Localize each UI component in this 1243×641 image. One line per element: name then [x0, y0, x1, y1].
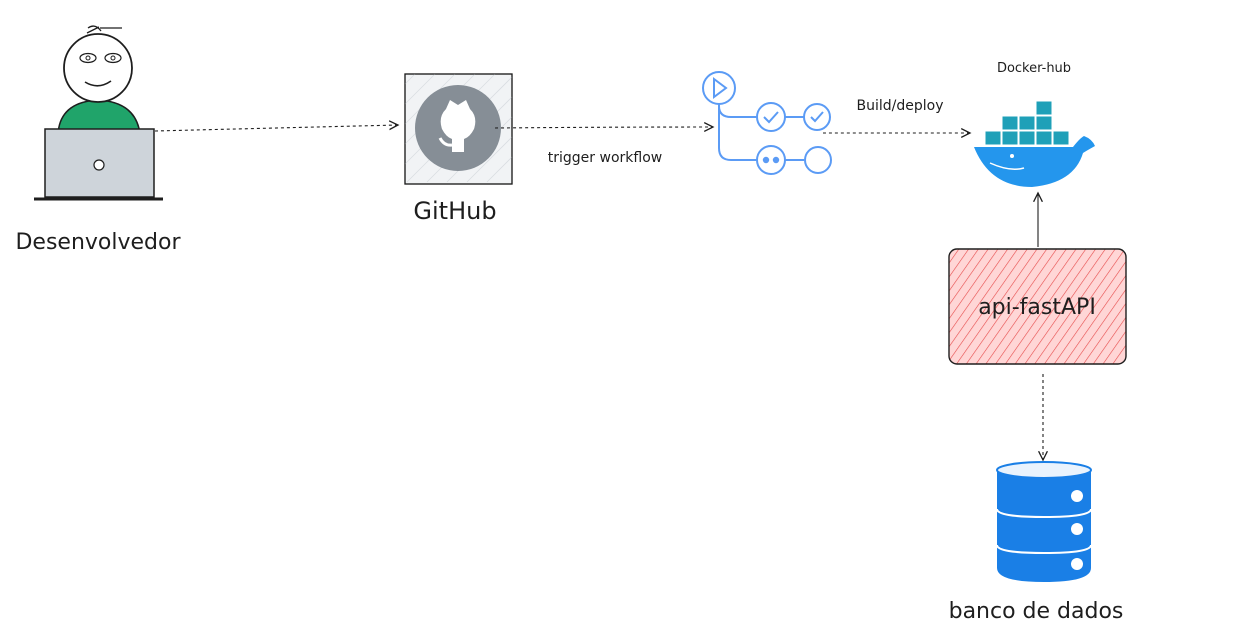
- dockerhub-node[interactable]: Docker-hub: [974, 61, 1095, 187]
- edge-label-build: Build/deploy: [857, 98, 944, 114]
- database-node[interactable]: banco de dados: [949, 461, 1124, 624]
- workflow-node[interactable]: [702, 71, 832, 175]
- api-node[interactable]: api-fastAPI: [948, 248, 1127, 365]
- edge-developer-github: [154, 125, 398, 132]
- database-label: banco de dados: [949, 599, 1124, 624]
- dockerhub-label: Docker-hub: [997, 61, 1071, 76]
- github-node[interactable]: GitHub: [404, 73, 513, 225]
- github-label: GitHub: [413, 197, 496, 225]
- github-actions-workflow-icon: [702, 71, 832, 175]
- docker-whale-icon: [974, 100, 1095, 187]
- database-cylinder-icon: [996, 461, 1092, 582]
- api-label: api-fastAPI: [978, 295, 1096, 320]
- developer-label: Desenvolvedor: [15, 230, 181, 255]
- edge-github-workflow: [494, 127, 713, 128]
- developer-laptop-icon: [34, 25, 163, 201]
- github-octocat-icon: [404, 73, 513, 185]
- edge-label-trigger: trigger workflow: [548, 150, 662, 166]
- developer-node[interactable]: Desenvolvedor: [15, 25, 181, 255]
